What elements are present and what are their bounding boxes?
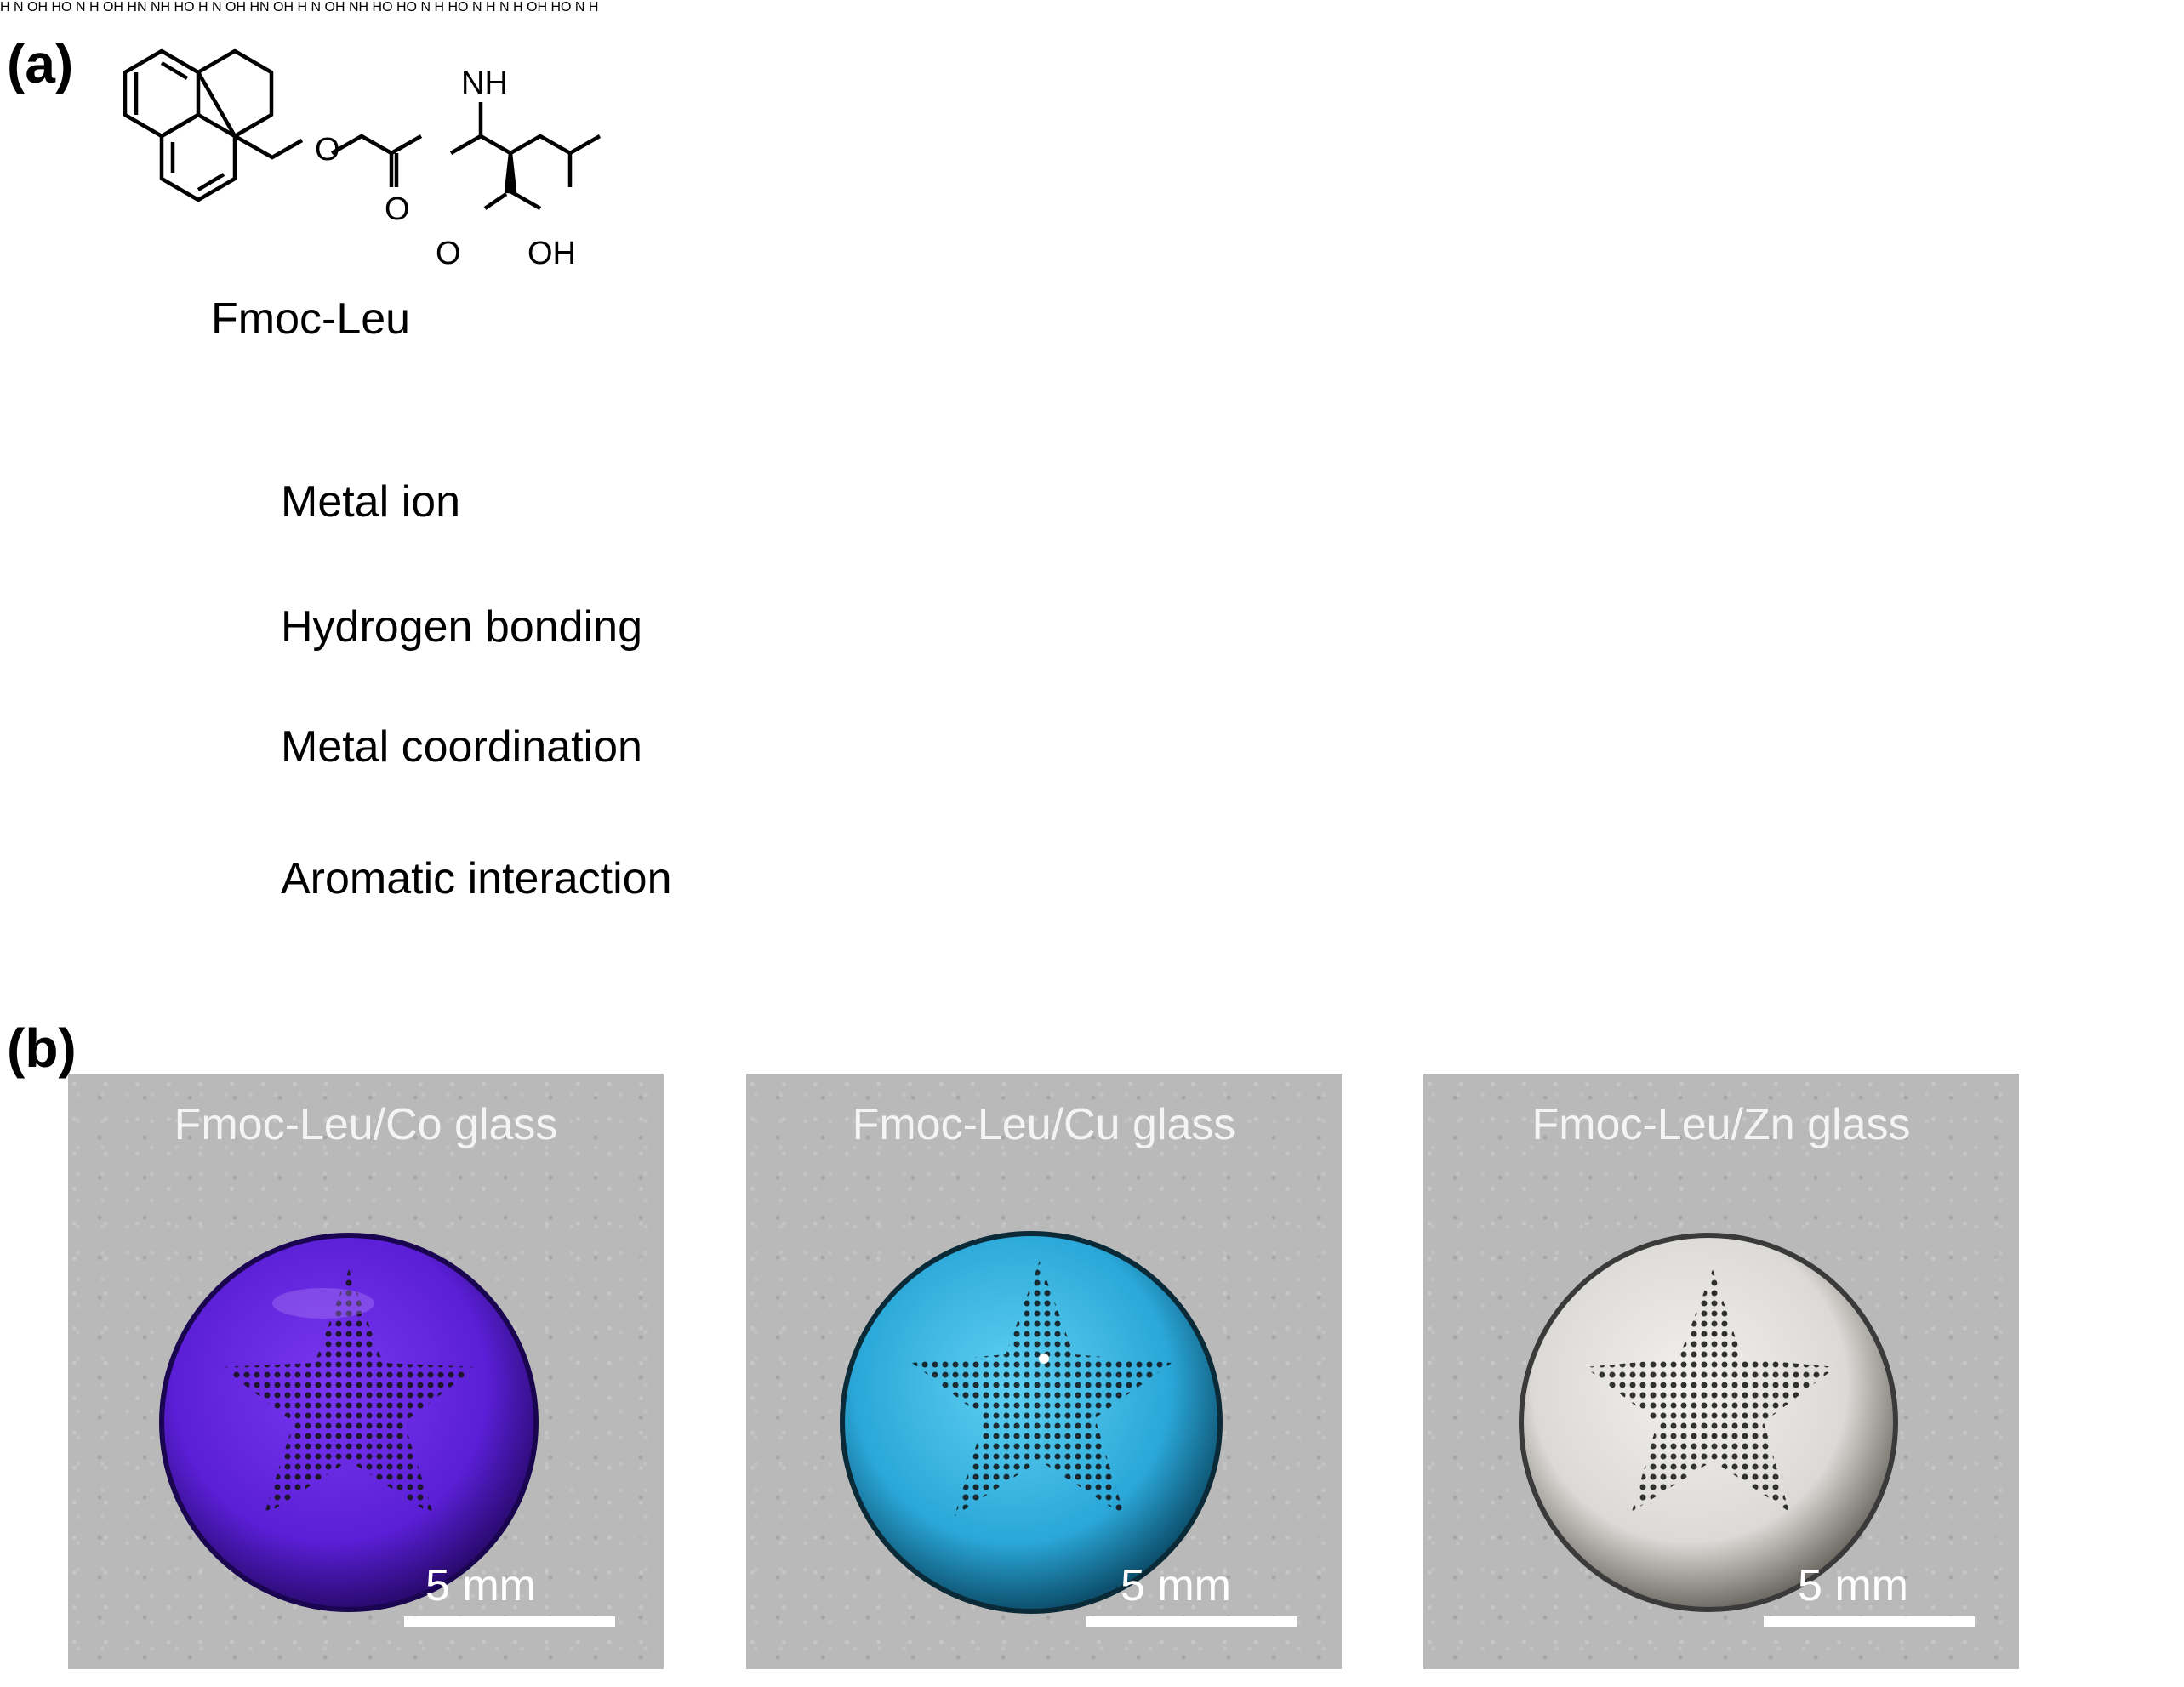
scale-bar [1764,1616,1975,1627]
metal-coordination-line-icon: H N OH HO N H OH HN NH HO H N OH HN OH H… [0,0,2019,1669]
scale-bar [1086,1616,1297,1627]
svg-text:O: O [315,132,340,168]
legend-metal-coordination: Metal coordination [281,722,642,772]
scale-bar-label: 5 mm [1121,1561,1231,1610]
legend-aromatic-interaction: Aromatic interaction [281,854,672,903]
glass-disc-co [159,1233,539,1612]
panel-label-a: (a) [7,33,74,94]
svg-text:O: O [385,191,410,227]
scale-bar-label: 5 mm [425,1561,536,1610]
fmoc-leu-structure: O O NH O OH [125,51,600,271]
glass-disc-cu [840,1231,1223,1614]
photo-zn-glass: Fmoc-Leu/Zn glass 5 mm [1423,1074,2019,1669]
photo-cu-glass: Fmoc-Leu/Cu glass 5 mm [746,1074,1342,1669]
photo-title: Fmoc-Leu/Zn glass [1531,1100,1911,1149]
photo-title: Fmoc-Leu/Co glass [174,1100,558,1149]
photo-co-glass: Fmoc-Leu/Co glass 5 mm [68,1074,664,1669]
svg-text:OH: OH [527,236,576,271]
panel-label-b: (b) [7,1017,77,1079]
scale-bar-label: 5 mm [1798,1561,1908,1610]
supramolecular-network: H N OH HO N H OH HN NH HO H N OH HN OH H… [0,0,599,14]
molecular-scheme: O O NH O OH [0,0,2184,271]
scale-bar [404,1616,615,1627]
legend-hydrogen-bonding: Hydrogen bonding [281,602,642,652]
metal-ion-icon: H N OH HO N H OH HN NH HO H N OH HN OH H… [0,0,2019,1669]
glass-disc-zn [1519,1233,1898,1612]
compound-name: Fmoc-Leu [211,294,411,344]
legend-metal-ion: Metal ion [281,477,460,527]
hydrogen-bond-line-icon: H N OH HO N H OH HN NH HO H N OH HN OH H… [0,0,2019,1669]
photo-title: Fmoc-Leu/Cu glass [852,1100,1236,1149]
svg-text:O: O [436,236,461,271]
svg-text:NH: NH [461,66,508,101]
